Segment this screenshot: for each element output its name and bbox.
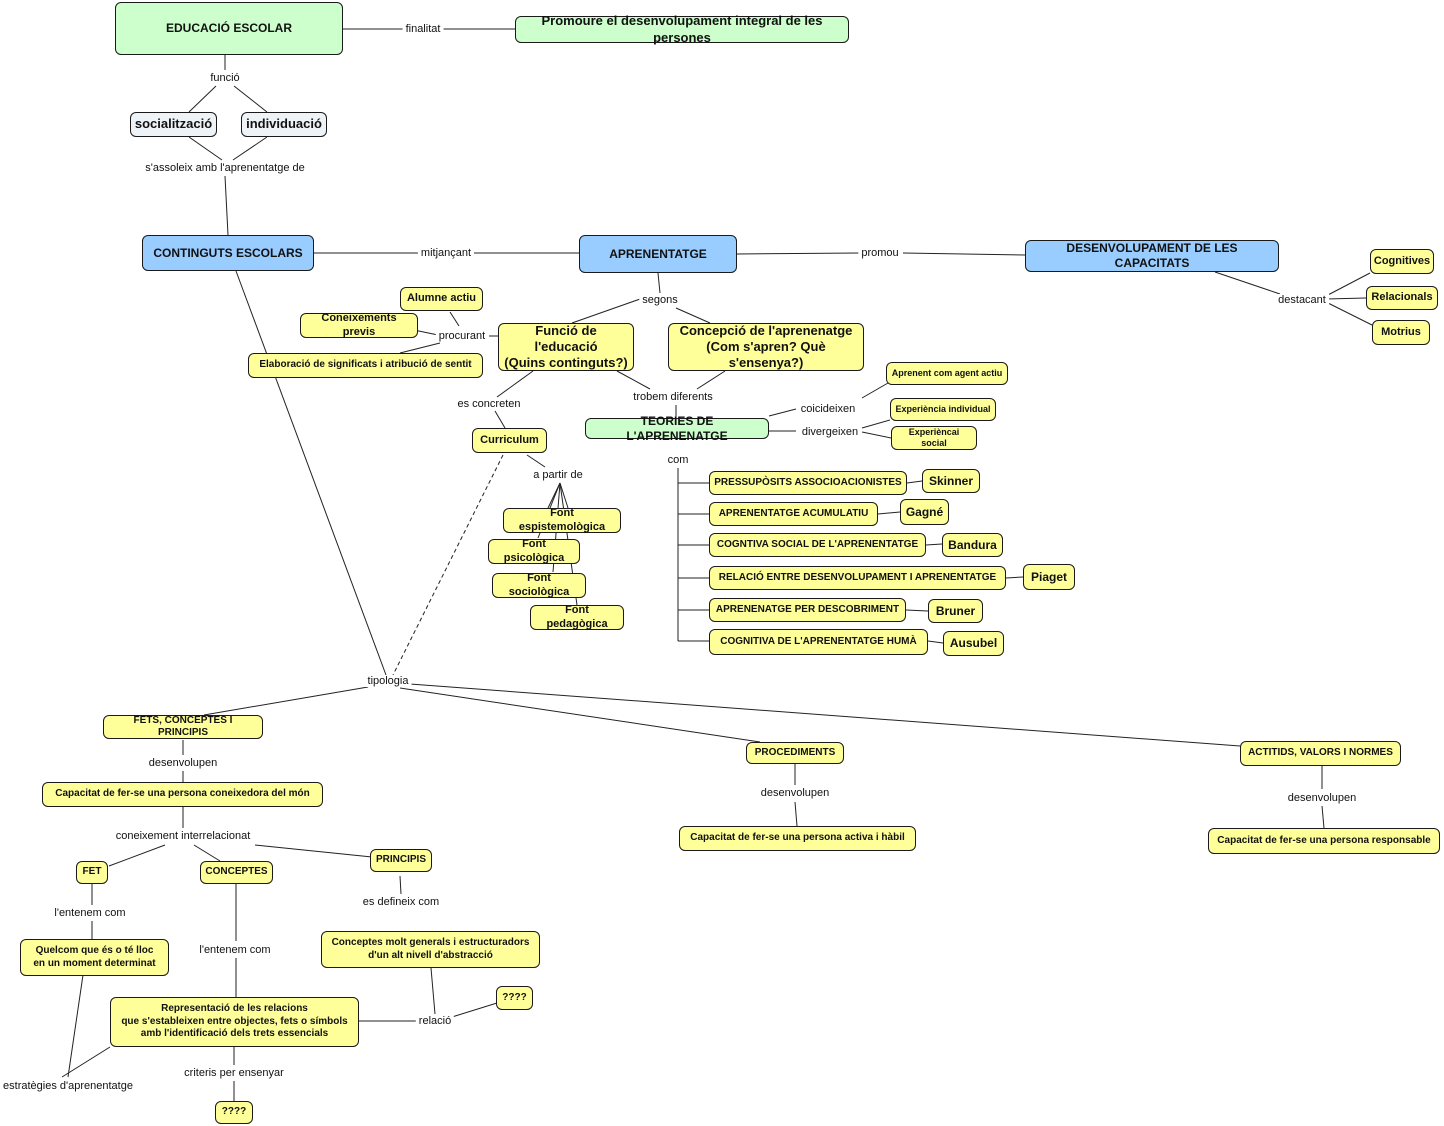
label-procurant: procurant (435, 330, 489, 342)
label-lentenem-conceptes: l'entenem com (196, 944, 274, 956)
node-font-pedagogica[interactable]: Font pedagògica (530, 604, 624, 630)
node-relacionals[interactable]: Relacionals (1366, 286, 1438, 310)
node-coneixements-previs[interactable]: Coneixements previs (300, 312, 418, 338)
node-quelcom[interactable]: Quelcom que és o té lloc en un moment de… (20, 939, 169, 976)
node-fets-conceptes[interactable]: FETS, CONCEPTES I PRINCIPIS (103, 715, 263, 739)
node-educacio-escolar[interactable]: EDUCACIÓ ESCOLAR (115, 2, 343, 55)
node-agent-actiu[interactable]: Aprenent com agent actiu (886, 362, 1008, 385)
label-funcio: funció (207, 72, 243, 84)
label-destacant: destacant (1275, 294, 1329, 306)
node-experiencia-individual[interactable]: Experiència individual (890, 398, 996, 421)
node-conceptes-generals[interactable]: Conceptes molt generals i estructuradors… (321, 931, 540, 968)
node-procediments[interactable]: PROCEDIMENTS (746, 742, 844, 764)
node-font-epistemologica[interactable]: Font espistemològica (503, 507, 621, 533)
label-coneixement-interrelacionat: coneixement interrelacionat (112, 830, 254, 842)
node-skinner[interactable]: Skinner (922, 469, 980, 493)
node-funcio-educacio[interactable]: Funció de l'educació (Quins continguts?) (498, 323, 634, 371)
node-socialitzacio[interactable]: socialització (130, 112, 217, 137)
node-descobriment[interactable]: APRENENATGE PER DESCOBRIMENT (709, 598, 906, 622)
node-individuacio[interactable]: individuació (241, 112, 327, 137)
node-aprenentatge[interactable]: APRENENTATGE (579, 235, 737, 273)
label-divergeixen: divergeixen (798, 426, 862, 438)
label-promou: promou (858, 247, 902, 259)
node-principis[interactable]: PRINCIPIS (370, 849, 432, 872)
label-es-concreten: es concreten (454, 398, 524, 410)
node-experiencia-social[interactable]: Experièncai social (891, 426, 977, 450)
node-elaboracio[interactable]: Elaboració de significats i atribució de… (248, 353, 483, 378)
node-alumne-actiu[interactable]: Alumne actiu (400, 287, 483, 311)
node-curriculum[interactable]: Curriculum (472, 428, 547, 453)
node-promoure[interactable]: Promoure el desenvolupament integral de … (515, 13, 849, 45)
label-desenvolupen-procediments: desenvolupen (757, 787, 833, 799)
node-capacitat-coneixedora[interactable]: Capacitat de fer-se una persona coneixed… (42, 782, 323, 807)
label-criteris: criteris per ensenyar (181, 1067, 287, 1079)
label-segons: segons (639, 294, 681, 306)
node-conceptes[interactable]: CONCEPTES (200, 861, 273, 884)
label-lentenem-fet: l'entenem com (51, 907, 129, 919)
node-continguts-escolars[interactable]: CONTINGUTS ESCOLARS (142, 235, 314, 271)
label-desenvolupen-fets: desenvolupen (145, 757, 221, 769)
node-bandura[interactable]: Bandura (942, 533, 1003, 557)
label-finalitat: finalitat (402, 23, 444, 35)
node-pressuposits[interactable]: PRESSUPÒSITS ASSOCIOACIONISTES (709, 471, 907, 495)
label-com: com (664, 454, 692, 466)
label-a-partir-de: a partir de (530, 469, 586, 481)
node-fet[interactable]: FET (76, 861, 108, 884)
node-concepcio-aprenentatge[interactable]: Concepció de l'aprenenatge (Com s'apren?… (668, 323, 864, 371)
node-cognitiva-social[interactable]: COGNTIVA SOCIAL DE L'APRENENTATGE (709, 533, 926, 557)
label-assoleix: s'assoleix amb l'aprenentatge de (142, 162, 308, 174)
node-motrius[interactable]: Motrius (1372, 320, 1430, 345)
label-estrategies: estratègies d'aprenentatge (0, 1080, 136, 1092)
node-font-psicologica[interactable]: Font psicològica (488, 538, 580, 564)
node-bruner[interactable]: Bruner (928, 599, 983, 623)
node-piaget[interactable]: Piaget (1023, 564, 1075, 590)
label-mitjancant: mitjançant (417, 247, 475, 259)
node-gagne[interactable]: Gagné (900, 499, 949, 525)
label-desenvolupen-actitids: desenvolupen (1284, 792, 1360, 804)
node-capacitat-activa[interactable]: Capacitat de fer-se una persona activa i… (679, 826, 916, 851)
node-cognitiva-huma[interactable]: COGNITIVA DE L'APRENENTATGE HUMÀ (709, 629, 928, 655)
node-capacitat-responsable[interactable]: Capacitat de fer-se una persona responsa… (1208, 828, 1440, 854)
node-relacio-desenvolupament[interactable]: RELACIÓ ENTRE DESENVOLUPAMENT I APRENENT… (709, 566, 1006, 590)
node-font-sociologica[interactable]: Font sociològica (492, 572, 586, 598)
node-ausubel[interactable]: Ausubel (943, 631, 1004, 656)
label-tipologia: tipologia (364, 675, 412, 687)
label-es-defineix: es defineix com (359, 896, 443, 908)
node-acumulatiu[interactable]: APRENENTATGE ACUMULATIU (709, 502, 878, 526)
node-unknown-relacio[interactable]: ???? (496, 986, 533, 1010)
label-relacio: relació (415, 1015, 455, 1027)
label-trobem: trobem diferents (630, 391, 716, 403)
node-teories[interactable]: TEORIES DE L'APRENENATGE (585, 414, 769, 443)
node-unknown-criteris[interactable]: ???? (215, 1101, 253, 1124)
node-cognitives[interactable]: Cognitives (1370, 249, 1434, 274)
node-desenvolupament-capacitats[interactable]: DESENVOLUPAMENT DE LES CAPACITATS (1025, 240, 1279, 272)
label-coicideixen: coicideixen (797, 403, 859, 415)
node-actitids[interactable]: ACTITIDS, VALORS I NORMES (1240, 741, 1401, 766)
node-representacio[interactable]: Representació de les relacions que s'est… (110, 997, 359, 1047)
